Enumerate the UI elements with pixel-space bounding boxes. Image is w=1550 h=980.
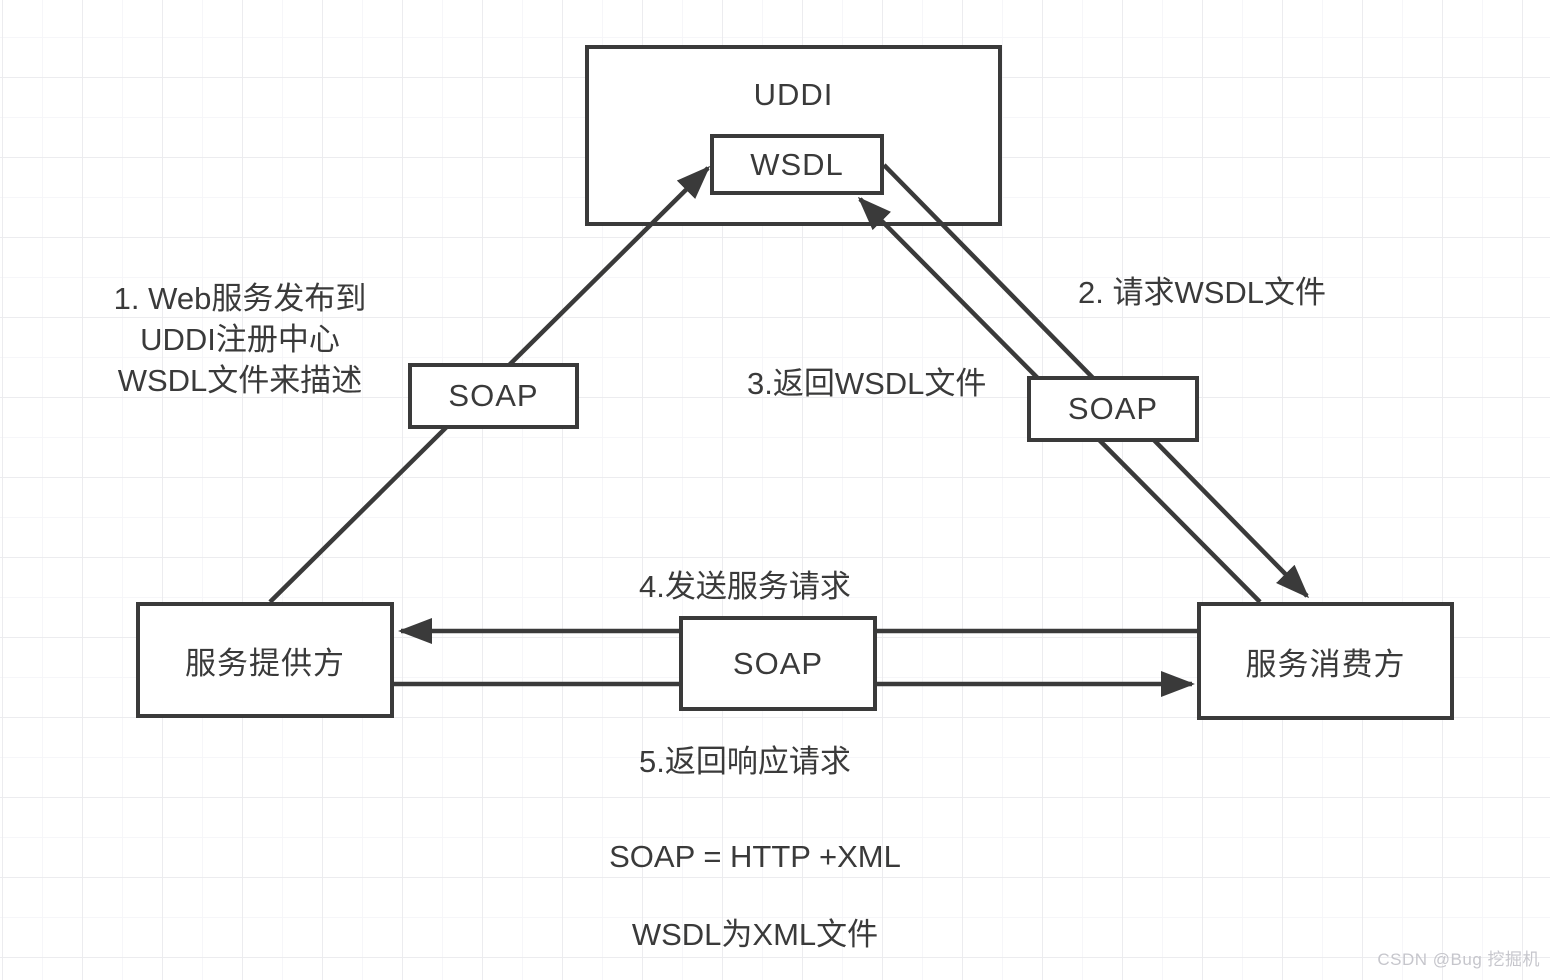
note-soap-formula: SOAP = HTTP +XML xyxy=(609,839,901,874)
soap-label: SOAP xyxy=(1067,391,1159,426)
wsdl-label: WSDL xyxy=(750,146,844,182)
soap-label: SOAP xyxy=(448,378,539,413)
service-consumer-label: 服务消费方 xyxy=(1245,646,1406,682)
annotation-step3: 3.返回WSDL文件 xyxy=(747,366,987,401)
service-provider-box: 服务提供方 xyxy=(136,602,394,718)
annotation-step1-line1: 1. Web服务发布到 xyxy=(113,281,367,316)
soap-box-service-exchange: SOAP xyxy=(679,616,877,711)
uddi-box: UDDI xyxy=(585,45,1002,226)
annotation-step1-line3: WSDL文件来描述 xyxy=(117,363,363,398)
uddi-label: UDDI xyxy=(753,77,834,112)
service-provider-label: 服务提供方 xyxy=(185,645,345,681)
annotation-step4: 4.发送服务请求 xyxy=(639,569,851,604)
note-wsdl-formula: WSDL为XML文件 xyxy=(631,917,879,952)
soap-label: SOAP xyxy=(732,645,824,681)
csdn-watermark: CSDN @Bug 挖掘机 xyxy=(1377,950,1540,969)
soap-box-publish: SOAP xyxy=(408,363,579,429)
service-consumer-box: 服务消费方 xyxy=(1197,602,1454,720)
soap-box-wsdl-exchange: SOAP xyxy=(1027,376,1199,442)
annotation-step1: 1. Web服务发布到 UDDI注册中心 WSDL文件来描述 xyxy=(85,278,395,401)
annotation-step5: 5.返回响应请求 xyxy=(639,744,851,779)
annotation-step2: 2. 请求WSDL文件 xyxy=(1078,275,1327,310)
wsdl-box: WSDL xyxy=(710,134,884,195)
annotation-step1-line2: UDDI注册中心 xyxy=(140,322,340,357)
